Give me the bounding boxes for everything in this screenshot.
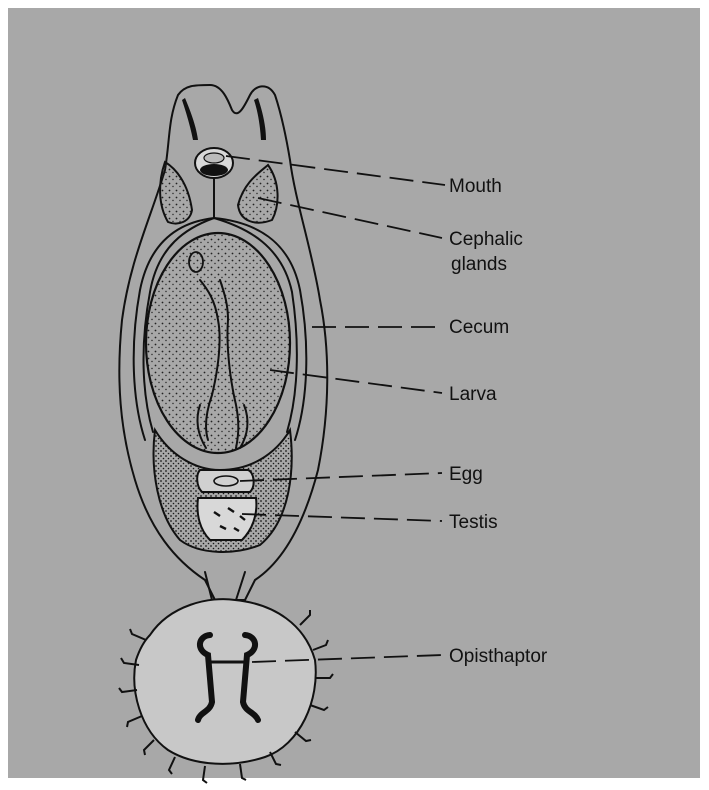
- label-cephalic: Cephalic: [449, 229, 523, 250]
- head-hooks: [182, 98, 266, 140]
- labels: Mouth Cephalic glands Cecum Larva Egg Te…: [449, 176, 548, 667]
- label-glands: glands: [451, 254, 507, 275]
- label-mouth: Mouth: [449, 176, 502, 197]
- label-cecum: Cecum: [449, 317, 509, 338]
- opisthaptor: [119, 599, 333, 783]
- label-testis: Testis: [449, 512, 498, 533]
- mouth-structure: [195, 148, 233, 178]
- peduncle: [205, 572, 245, 600]
- larva: [146, 233, 290, 453]
- testis: [198, 498, 257, 540]
- leader-cephalic-glands: [258, 198, 442, 238]
- label-larva: Larva: [449, 384, 497, 405]
- label-egg: Egg: [449, 464, 483, 485]
- label-opisthaptor: Opisthaptor: [449, 646, 548, 667]
